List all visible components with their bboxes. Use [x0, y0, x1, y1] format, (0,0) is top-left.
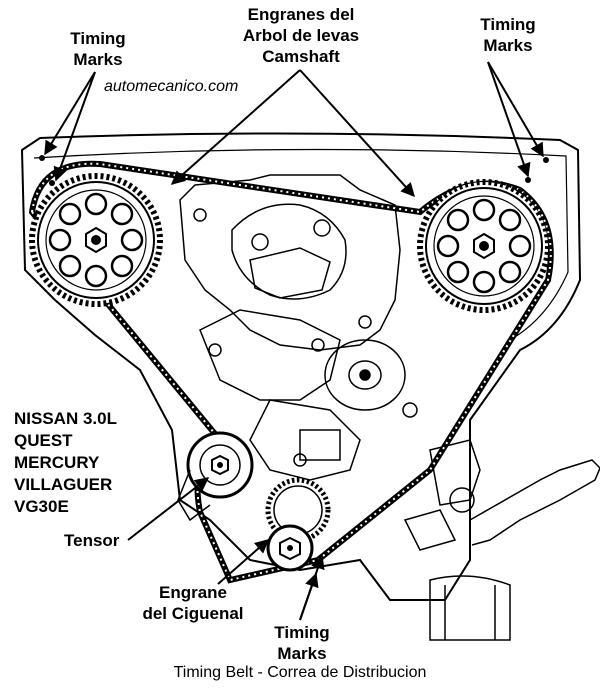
diagram-caption: Timing Belt - Correa de Distribucion — [173, 664, 427, 681]
timing-marks-top-right-label: Timing Marks — [480, 15, 536, 55]
right-camshaft-sprocket — [417, 179, 551, 313]
engine-mount-right — [403, 439, 600, 641]
engine-model-label: NISSAN 3.0L QUEST MERCURY VILLAGUER VG30… — [14, 409, 117, 516]
camshaft-sprockets-label: Engranes del Arbol de levas Camshaft — [242, 5, 360, 66]
timing-cover-outline — [20, 132, 582, 601]
timing-marks-bottom-label: Timing Marks — [274, 623, 330, 663]
crankshaft-sprocket-label: Engrane del Ciguenal — [142, 583, 244, 623]
engine-block — [179, 174, 418, 481]
website-watermark: automecanico.com — [104, 78, 239, 95]
callout-arrows — [44, 61, 544, 621]
left-camshaft-sprocket — [29, 173, 163, 307]
crankshaft-sprocket — [265, 477, 331, 572]
timing-mark-points — [39, 155, 549, 186]
tensor-label: Tensor — [64, 531, 120, 550]
timing-cover-inner — [33, 148, 569, 341]
timing-marks-top-left-label: Timing Marks — [70, 29, 126, 69]
